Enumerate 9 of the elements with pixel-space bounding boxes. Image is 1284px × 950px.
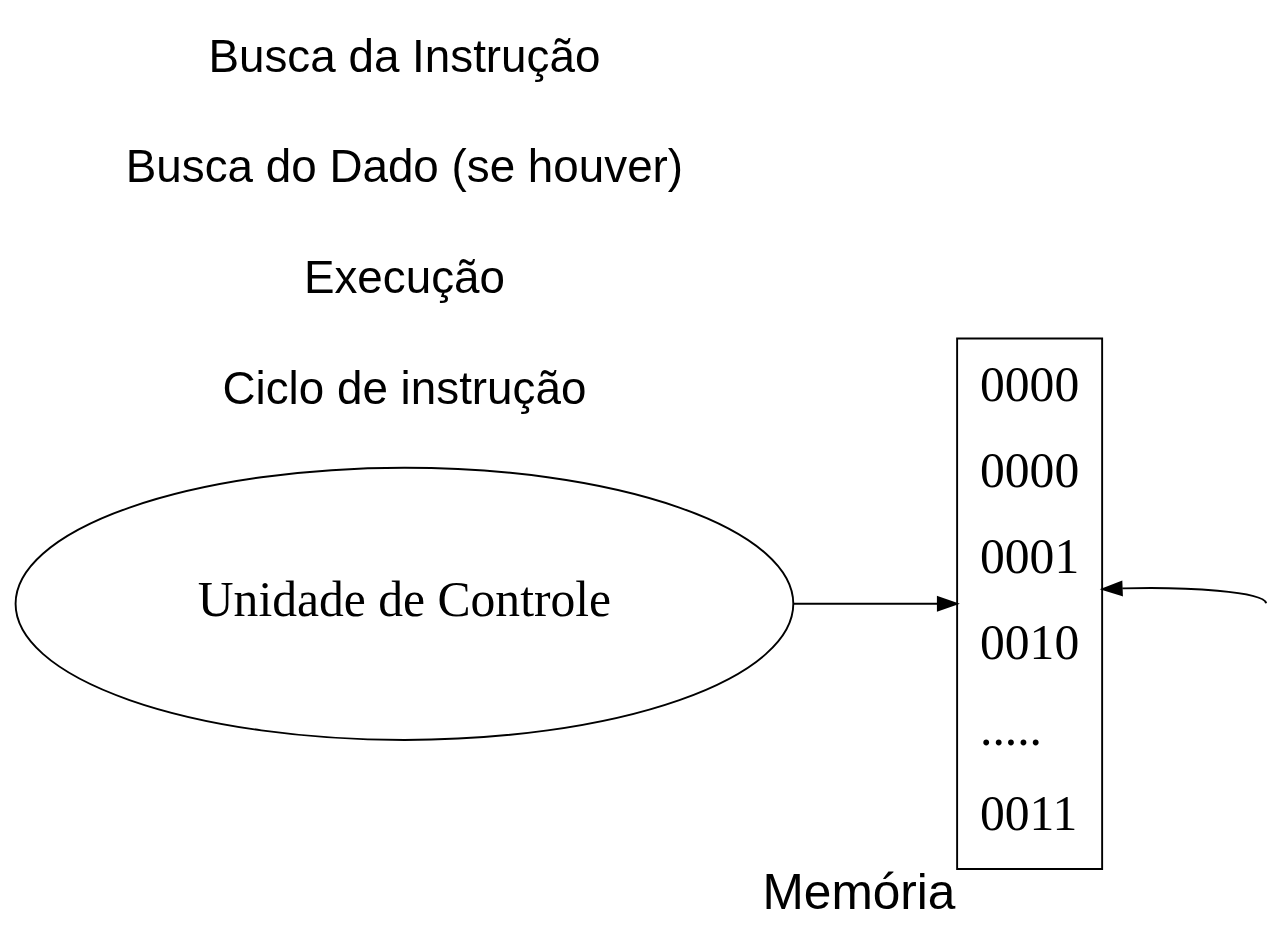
label: Execução [303, 252, 505, 304]
node-ellipse: Unidade de Controle [14, 466, 795, 741]
node-box: 0000 0000 0001 0010 ..... 0011 [956, 337, 1104, 870]
arrow [1099, 580, 1268, 605]
arrow [792, 595, 960, 612]
label: Ciclo de instrução [222, 362, 587, 414]
label: Busca da Instrução [208, 30, 601, 82]
node-label: Memória [762, 863, 956, 920]
label: Busca do Dado (se houver) [125, 141, 684, 193]
